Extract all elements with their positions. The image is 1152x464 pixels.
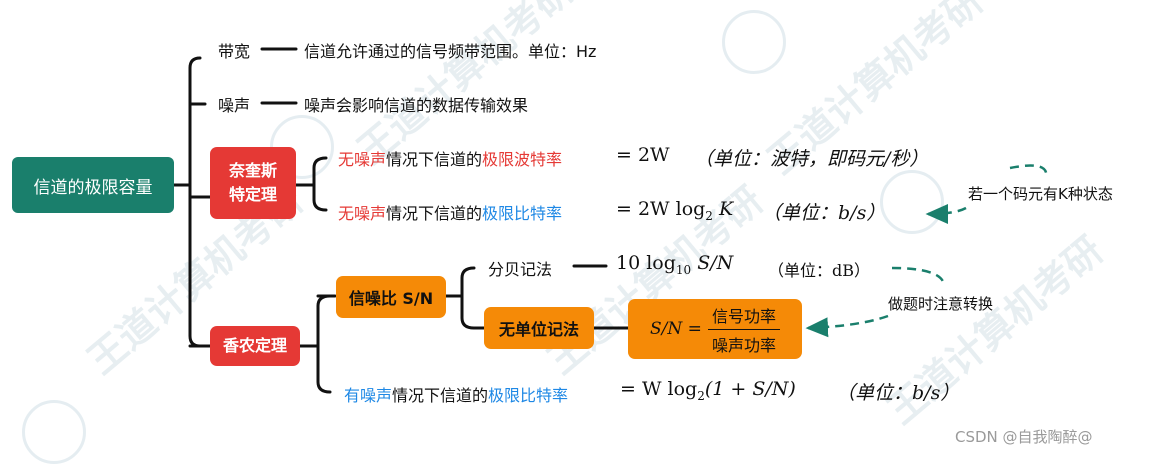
baud-middle: 情况下信道的 — [386, 150, 483, 169]
bitrate-middle: 情况下信道的 — [386, 204, 483, 223]
nyquist-label-line2: 特定理 — [228, 185, 277, 204]
db-formula-main: 10 log — [616, 252, 676, 274]
db-formula-sn: S/N — [691, 252, 734, 274]
limit-middle: 情况下信道的 — [392, 386, 489, 405]
baud-unit: （单位：波特，即码元/秒） — [694, 148, 929, 170]
db-formula: 10 log10 S/N — [616, 252, 733, 277]
limit-prefix: 有噪声 — [344, 386, 393, 405]
bitrate-formula: = 2W log2 K — [616, 198, 733, 223]
bitrate-formula-k: K — [712, 198, 734, 220]
db-title: 分贝记法 — [488, 260, 553, 279]
unitless-node: 无单位记法 — [484, 307, 594, 349]
shannon-limit-label: 有噪声情况下信道的极限比特率 — [344, 382, 568, 406]
limit-formula-sub: 2 — [697, 388, 705, 403]
limit-suffix: 极限比特率 — [488, 386, 569, 405]
watermark-logo-icon — [722, 10, 786, 74]
nyquist-label-line1: 奈奎斯 — [228, 161, 277, 180]
limit-unit: （单位：b/s） — [836, 382, 960, 404]
root-node: 信道的极限容量 — [12, 157, 174, 213]
bitrate-formula-sub: 2 — [705, 208, 713, 223]
unitless-denominator: 噪声功率 — [711, 335, 776, 355]
bitrate-suffix: 极限比特率 — [482, 204, 563, 223]
baud-suffix: 极限波特率 — [482, 150, 563, 169]
nyquist-baud-label: 无噪声情况下信道的极限波特率 — [338, 146, 562, 170]
nyquist-bitrate-label: 无噪声情况下信道的极限比特率 — [338, 200, 562, 224]
shannon-annotation: 做题时注意转换 — [888, 295, 994, 313]
bitrate-prefix: 无噪声 — [338, 204, 387, 223]
limit-formula-arg: (1 + S/N) — [704, 378, 796, 400]
unitless-formula-box: S/N = 信号功率 噪声功率 — [628, 299, 802, 359]
noise-title: 噪声 — [218, 96, 251, 115]
unitless-lhs: S/N = — [650, 319, 702, 339]
shannon-node: 香农定理 — [210, 326, 300, 366]
connector-lines — [172, 47, 1048, 394]
nyquist-annotation: 若一个码元有K种状态 — [968, 185, 1113, 203]
baud-prefix: 无噪声 — [338, 150, 387, 169]
snr-node: 信噪比 S/N — [336, 276, 446, 318]
bitrate-formula-main: = 2W log — [616, 198, 706, 220]
bitrate-unit: （单位：b/s） — [762, 202, 886, 224]
baud-formula: = 2W — [616, 144, 670, 166]
bandwidth-desc: 信道允许通过的信号频带范围。单位：Hz — [304, 42, 597, 61]
unitless-numerator: 信号功率 — [707, 303, 780, 330]
unitless-fraction: 信号功率 噪声功率 — [707, 303, 780, 356]
nyquist-node: 奈奎斯 特定理 — [210, 147, 296, 219]
watermark-logo-icon — [880, 170, 944, 234]
db-unit: （单位：dB） — [768, 261, 871, 280]
csdn-credit: CSDN @自我陶醉@ — [955, 428, 1093, 446]
limit-formula-main: = W log — [620, 378, 698, 400]
noise-desc: 噪声会影响信道的数据传输效果 — [304, 96, 529, 115]
limit-formula: = W log2(1 + S/N) — [620, 378, 796, 403]
bandwidth-title: 带宽 — [218, 42, 251, 61]
db-formula-sub: 10 — [675, 262, 692, 277]
